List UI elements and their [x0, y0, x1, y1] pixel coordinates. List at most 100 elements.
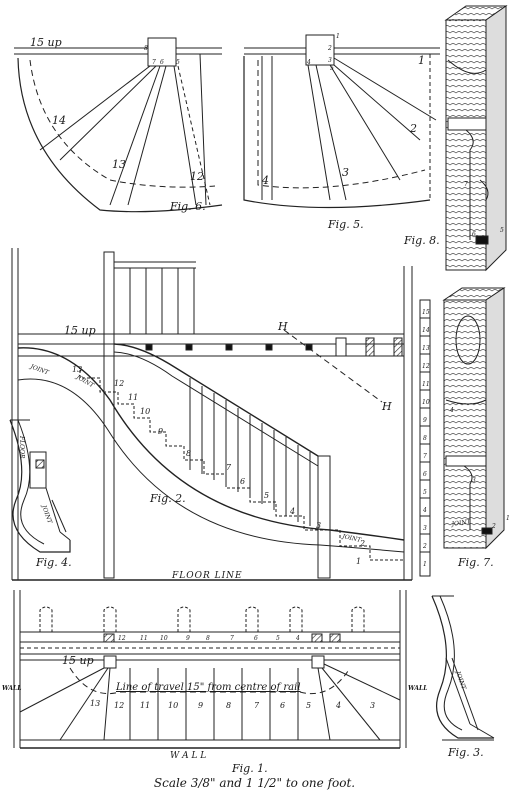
- fig6-post-num: 5: [176, 59, 180, 66]
- fig7-caption: Fig. 7.: [457, 556, 494, 569]
- fig2-caption: Fig. 2.: [149, 492, 186, 505]
- fig5-post-num: 4: [306, 59, 311, 66]
- fig2-h-label: H: [381, 400, 392, 413]
- fig8-caption: Fig. 8.: [403, 234, 440, 247]
- fig5-post-num: 5: [330, 65, 334, 72]
- fig2-step-num: 9: [158, 427, 163, 436]
- fig7-mark: 4: [449, 407, 454, 414]
- fig4-caption: Fig. 4.: [35, 556, 72, 569]
- fig6-post-num: 8: [144, 45, 148, 52]
- fig2-step-num: 7: [226, 463, 232, 472]
- fig6-caption: Fig. 6.: [169, 200, 206, 213]
- figure-3: [431, 595, 495, 741]
- scale-num: 13: [422, 345, 430, 352]
- fig7-mark: 1: [506, 515, 509, 522]
- fig2-step-num: 4: [289, 507, 295, 516]
- fig1-upper-num: 4: [295, 635, 300, 642]
- fig2-step-num: 11: [128, 393, 138, 402]
- fig1-tread-num: 9: [198, 701, 203, 710]
- fig2-joint-label: JOINT: [340, 533, 363, 544]
- fig6-step-num: 14: [52, 114, 66, 127]
- fig1-tread-num: 13: [90, 699, 100, 708]
- fig1-wall-bottom: W A L L: [170, 751, 206, 761]
- fig1-tread-num: 4: [335, 701, 341, 710]
- scale-num: 15: [422, 309, 430, 316]
- fig1-up-label: 15 up: [62, 654, 94, 667]
- figure-2: [11, 248, 431, 581]
- fig1-upper-num: 11: [140, 635, 148, 642]
- fig5-step-num: 4: [261, 174, 269, 187]
- fig2-step-num: 12: [114, 379, 124, 388]
- fig6-post-num: 6: [160, 59, 164, 66]
- fig1-upper-num: 8: [206, 635, 210, 642]
- scale-num: 1: [423, 561, 427, 568]
- fig5-step-num: 3: [342, 166, 349, 179]
- fig7-mark: 3: [472, 477, 476, 484]
- fig1-tread-num: 10: [168, 701, 178, 710]
- floor-line-label: FLOOR LINE: [171, 571, 243, 581]
- fig2-step-num: 2: [359, 539, 365, 548]
- fig2-joint-label: JOINT: [73, 373, 96, 390]
- fig8-mark: 5: [500, 227, 504, 234]
- fig1-caption: Fig. 1.: [231, 762, 268, 775]
- fig5-post-num: 1: [336, 33, 340, 40]
- fig6-post-num: 7: [152, 59, 156, 66]
- fig4-floor-label: FLOOR: [18, 435, 25, 459]
- fig2-joint-label: JOINT: [27, 363, 50, 377]
- fig7-mark: 2: [491, 523, 496, 530]
- scale-num: 7: [423, 453, 427, 460]
- fig1-upper-num: 5: [276, 635, 280, 642]
- scale-num: 14: [422, 327, 430, 334]
- fig2-step-num: 3: [316, 521, 321, 530]
- fig2-up-label: 15 up: [64, 324, 96, 337]
- figure-7: [442, 287, 506, 550]
- scale-num: 8: [423, 435, 427, 442]
- figure-4: [9, 419, 71, 553]
- fig2-step-num: 13: [72, 365, 82, 374]
- fig8-mark: 6: [472, 231, 476, 238]
- fig3-caption: Fig. 3.: [447, 746, 484, 759]
- scale-num: 4: [422, 507, 427, 514]
- scale-num: 12: [422, 363, 430, 370]
- fig1-tread-num: 8: [226, 701, 231, 710]
- scale-num: 5: [423, 489, 427, 496]
- fig1-tread-num: 7: [254, 701, 260, 710]
- fig2-h-label: H: [277, 320, 288, 333]
- fig3-joint-label: JOINT: [453, 668, 467, 691]
- scale-num: 9: [423, 417, 427, 424]
- fig5-post-num: 3: [328, 57, 332, 64]
- fig5-step-num: 2: [409, 122, 417, 135]
- scale-num: 2: [422, 543, 427, 550]
- fig5-post-num: 2: [327, 45, 332, 52]
- scale-caption: Scale 3/8" and 1 1/2" to one foot.: [153, 776, 356, 790]
- fig1-upper-num: 9: [186, 635, 190, 642]
- fig1-tread-num: 3: [370, 701, 375, 710]
- figure-8: [444, 5, 508, 272]
- fig1-upper-num: 12: [118, 635, 126, 642]
- fig2-step-num: 10: [140, 407, 150, 416]
- fig7-joint-label: JOINT: [449, 518, 472, 528]
- figure-5: [243, 34, 440, 209]
- fig1-tread-num: 12: [114, 701, 124, 710]
- fig1-upper-num: 6: [254, 635, 258, 642]
- fig1-upper-num: 10: [160, 635, 168, 642]
- figure-1: [13, 590, 407, 749]
- scale-num: 11: [422, 381, 430, 388]
- figure-6: [14, 37, 223, 213]
- fig2-step-num: 1: [356, 557, 361, 566]
- fig6-up-label: 15 up: [30, 36, 62, 49]
- line-of-travel-label: Line of travel 15" from centre of rail: [115, 682, 301, 693]
- fig2-step-num: 5: [264, 491, 269, 500]
- fig5-caption: Fig. 5.: [327, 218, 364, 231]
- fig2-scale-numbers: 15 14 13 12 11 10 9 8 7 6 5 4 3 2 1: [422, 309, 430, 568]
- fig2-step-num: 6: [240, 477, 245, 486]
- scale-num: 3: [423, 525, 427, 532]
- fig6-step-num: 12: [190, 170, 204, 183]
- fig2-step-num: 8: [186, 449, 191, 458]
- fig1-upper-num: 7: [230, 635, 234, 642]
- fig1-tread-num: 6: [280, 701, 285, 710]
- fig1-wall-left: WALL: [2, 685, 21, 692]
- scale-num: 10: [422, 399, 430, 406]
